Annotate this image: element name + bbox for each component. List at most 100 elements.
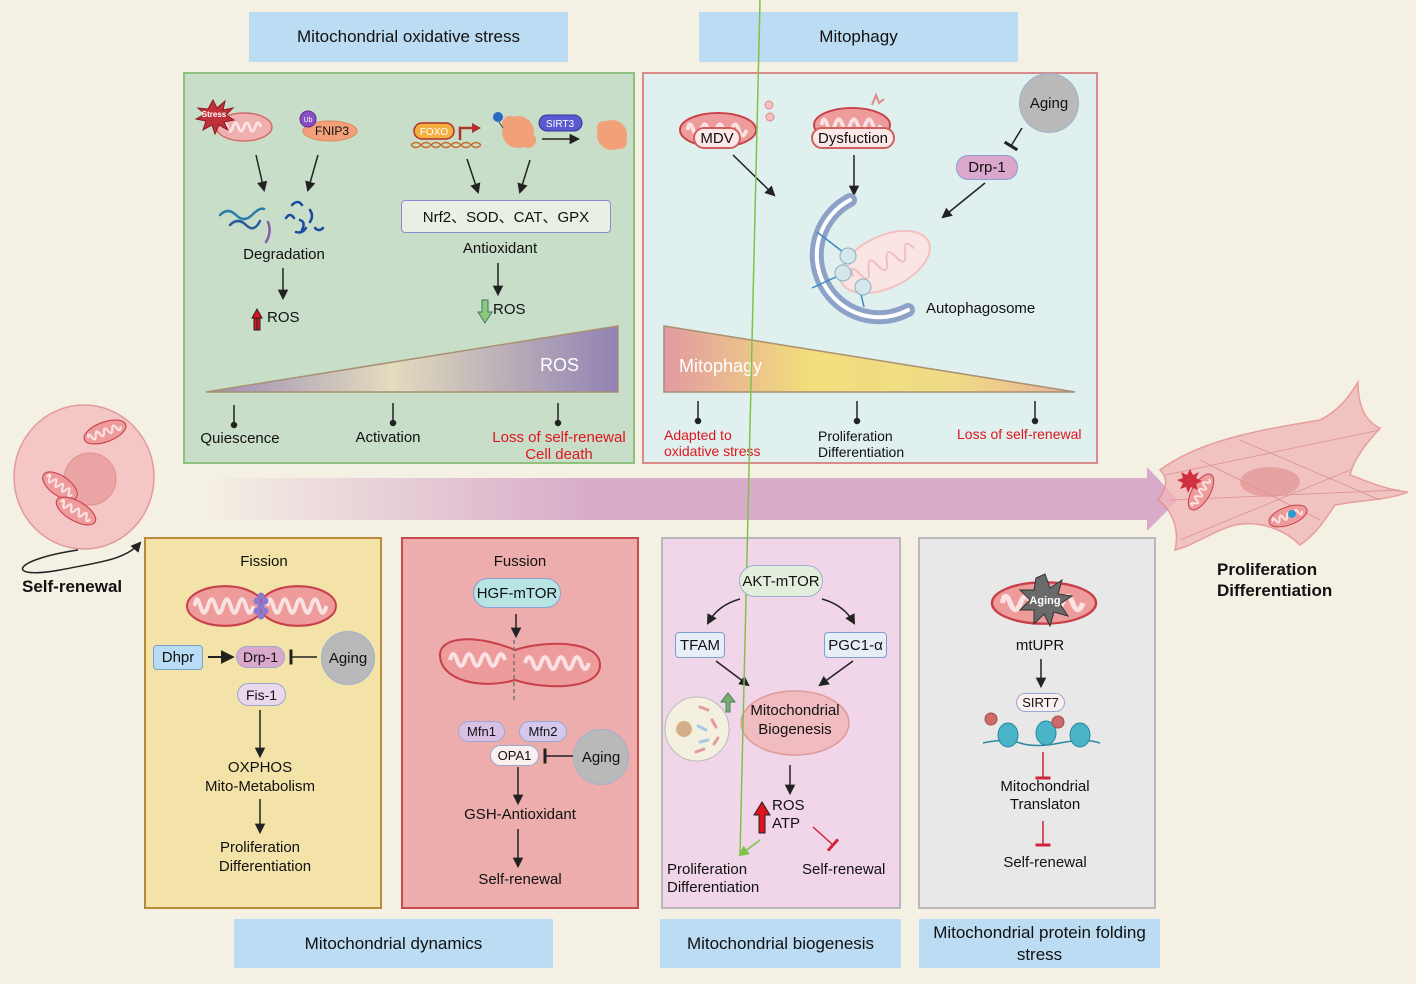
sirt7-pill: SIRT7 [1016,693,1065,712]
pgc1a-box: PGC1-α [824,632,887,658]
mitophagy-outcome-pins [694,401,1039,425]
title-biogenesis: Mitochondrial biogenesis [660,919,901,968]
fnip3-label: FNIP3 [315,124,349,138]
self-renewal-arrow [21,541,142,574]
hgf-mtor-pill: HGF-mTOR [473,578,561,608]
outcome-adapted-line1: Adapted to [664,427,732,443]
biogenesis-line2: Biogenesis [758,720,832,738]
right-label-line1: Proliferation [1217,560,1318,579]
stress-badge-text: Stress [202,110,227,119]
outcome-activation: Activation [355,429,421,446]
svg-text:FOXO: FOXO [420,127,449,138]
fused-mitochondrion-icon [438,638,602,703]
mfn1-pill: Mfn1 [458,721,505,742]
increase-arrow-icon [719,692,737,713]
ub-badge-icon [299,110,317,128]
transcription-arrow-icon [458,126,474,140]
gsh-antioxidant-label: GSH-Antioxidant [464,806,576,823]
dhpr-box: Dhpr [153,645,203,670]
tfam-box: TFAM [675,632,725,658]
stress-burst-icon [194,98,236,136]
aging-circle: Aging [1019,73,1079,133]
mdv-label: MDV [693,127,741,149]
ros-down-label: ROS [493,301,526,318]
outcome-adapted: Adapted to oxidative stress [664,427,760,459]
akt-mtor-pill: AKT-mTOR [739,565,823,597]
ros-increase-arrow-icon [251,307,263,331]
ac-mark-icon [984,712,998,726]
engulfed-mitochondrion-icon [839,229,931,295]
foxo-badge [413,122,455,140]
ac-badge-icon [493,112,503,122]
ros-burst-icon [1177,469,1202,493]
fusion-self-renewal-label: Self-renewal [478,871,562,888]
biogenesis-prolif-line: Proliferation [667,861,748,878]
degradation-label: Degradation [243,246,325,263]
atp-label: ATP [772,815,801,832]
biogenesis-diff-line: Differentiation [667,879,760,896]
title-protein-folding: Mitochondrial protein folding stress [919,919,1160,968]
drp1-fission-pill: Drp-1 [236,646,285,668]
biogenesis-mitochondrion-icon [740,690,850,756]
dna-strand-icon [410,141,482,149]
mitophagy-gradient-label: Mitophagy [679,356,763,376]
ros-up-label: ROS [267,309,300,326]
mtupr-label: mtUPR [1015,637,1065,654]
nucleosome-icons [997,720,1091,748]
title-mitophagy: Mitophagy [699,12,1018,62]
fission-proliferation-label: Proliferation [219,839,301,856]
folding-self-renewal-label: Self-renewal [1003,854,1087,871]
oxphos-label: OXPHOS [227,759,293,776]
aging-badge-text: Aging [1029,595,1061,607]
right-label-line2: Differentiation [1217,581,1333,601]
fis1-pill: Fis-1 [237,683,286,706]
ros-decrease-arrow-icon [477,299,493,324]
outcome-prolif-line1: Proliferation [818,428,893,444]
self-renewal-label: Self-renewal [22,577,123,596]
outcome-loss-self-renewal-cell-death: Loss of self-renewal Cell death [492,429,626,464]
dysfunction-label: Dysfuction [811,127,895,149]
outcome-loss-self-renewal: Loss of self-renewal [957,426,1082,442]
mitochondrial-translation-label: Mitochondrial Translaton [985,778,1105,814]
outcome-proliferation-differentiation: Proliferation Differentiation [818,428,904,460]
title-dynamics: Mitochondrial dynamics [234,919,553,968]
mitophagy-gradient-triangle [663,325,1076,393]
antioxidant-label: Antioxidant [462,240,538,257]
antioxidant-genes-box: Nrf2、SOD、CAT、GPX [401,200,611,233]
fnip3-protein-icon [302,120,358,142]
fusion-title: Fussion [493,553,547,570]
mito-metabolism-label: Mito-Metabolism [204,778,316,795]
title-oxidative-stress: Mitochondrial oxidative stress [249,12,568,62]
differentiated-cell-body-icon [1156,379,1409,552]
svg-text:Ub: Ub [304,117,313,124]
ros-atp-increase-arrow-icon [753,801,771,834]
fission-title: Fission [240,553,288,570]
mitochondrial-biogenesis-label: Mitochondrial Biogenesis [735,702,855,740]
outcome-pins [230,403,562,429]
mfn2-pill: Mfn2 [519,721,567,742]
aging-burst-icon [1018,573,1074,628]
translation-line1: Mitochondrial [1000,778,1090,795]
fission-differentiation-label: Differentiation [218,858,312,875]
autophagosome-label: Autophagosome [926,300,1036,317]
oxidative-stress-panel [183,72,635,464]
drp1-pill: Drp-1 [956,155,1018,180]
ros-gradient-triangle [205,325,619,393]
degraded-protein-fragments-icon [218,200,325,244]
outcome-prolif-line2: Differentiation [818,444,905,461]
drp1-ring-icon [253,592,269,620]
ros-gradient-label: ROS [540,355,580,375]
biogenesis-self-renewal-label: Self-renewal [802,861,886,878]
aging-fission-circle: Aging [321,631,375,685]
proliferation-differentiation-label: Proliferation Differentiation [1217,559,1332,602]
opa1-pill: OPA1 [490,745,539,766]
ros-atp-label: ROS ATP [772,797,805,833]
